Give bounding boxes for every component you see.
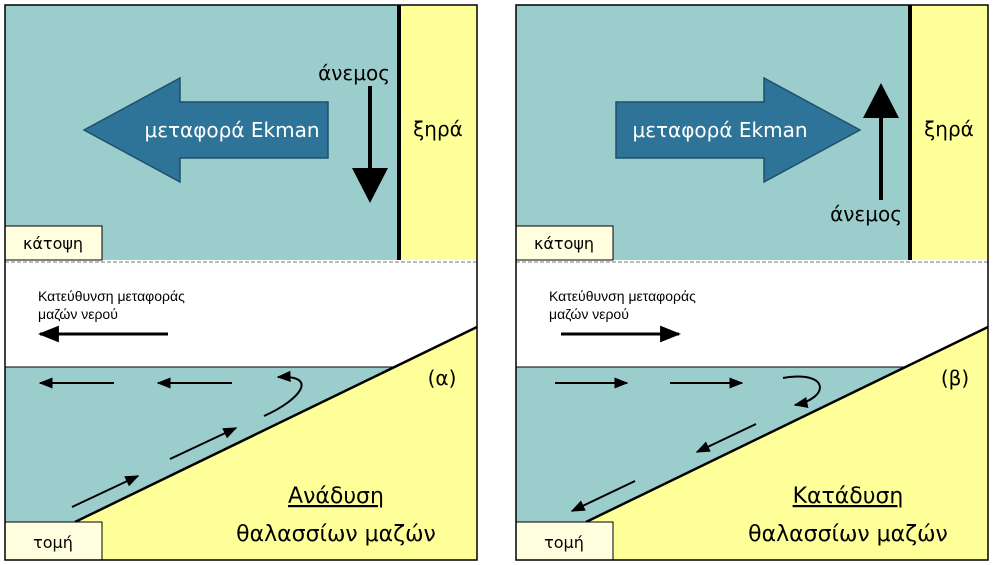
process-subtitle: θαλασσίων μαζών — [748, 522, 948, 547]
panel-beta: μεταφορά Ekman άνεμος ξηρά κάτοψη Κατεύθ… — [515, 4, 989, 561]
direction-label-line2: μαζών νερού — [549, 306, 629, 322]
land-plan-area — [399, 5, 477, 260]
land-section — [586, 327, 988, 560]
panel-border — [4, 4, 478, 561]
land-label: ξηρά — [924, 117, 974, 141]
panel-letter: (β) — [941, 366, 969, 390]
section-view-alpha: Κατεύθυνση μεταφοράς μαζών νερού (α) Ανά… — [4, 288, 478, 561]
plan-view-alpha: μεταφορά Ekman άνεμος ξηρά κάτοψη — [4, 5, 477, 261]
land-label: ξηρά — [413, 117, 463, 141]
direction-label-line2: μαζών νερού — [38, 306, 118, 322]
flow-arrow — [695, 423, 757, 453]
ekman-transport-arrow — [82, 76, 329, 184]
process-title: Ανάδυση — [288, 484, 384, 509]
wind-arrow-up — [863, 83, 899, 200]
plan-label-box — [515, 225, 614, 261]
seabed-slope — [585, 325, 989, 524]
seabed-slope — [74, 325, 478, 524]
process-title: Κατάδυση — [793, 484, 904, 509]
plan-label: κάτοψη — [534, 234, 594, 253]
process-subtitle: θαλασσίων μαζών — [236, 522, 436, 547]
flow-curved-arrow — [782, 375, 821, 409]
ekman-transport-label: μεταφορά Ekman — [632, 118, 807, 142]
panel-alpha: μεταφορά Ekman άνεμος ξηρά κάτοψη Κατεύθ… — [4, 4, 478, 561]
direction-label-line1: Κατεύθυνση μεταφοράς — [549, 288, 696, 304]
ekman-transport-label: μεταφορά Ekman — [144, 118, 319, 142]
wind-label: άνεμος — [318, 61, 390, 85]
flow-arrow — [570, 480, 636, 512]
plan-label: κάτοψη — [23, 234, 83, 253]
flow-curved-arrow — [263, 370, 303, 417]
wind-arrow-down — [352, 86, 388, 203]
panel-letter: (α) — [428, 366, 457, 390]
ekman-transport-arrow — [615, 76, 862, 184]
section-label-box — [4, 521, 103, 561]
section-view-beta: Κατεύθυνση μεταφοράς μαζών νερού (β) Κατ… — [515, 288, 989, 561]
land-plan-area — [910, 5, 988, 260]
plan-view-beta: μεταφορά Ekman άνεμος ξηρά κάτοψη — [515, 5, 988, 261]
plan-label-box — [4, 225, 103, 261]
flow-arrow — [169, 427, 238, 460]
section-label: τομή — [33, 533, 73, 552]
wind-label: άνεμος — [830, 202, 902, 226]
flow-arrow — [71, 475, 140, 508]
land-section — [75, 327, 477, 560]
section-label: τομή — [544, 533, 584, 552]
direction-label-line1: Κατεύθυνση μεταφοράς — [38, 288, 185, 304]
panel-border — [515, 4, 989, 561]
